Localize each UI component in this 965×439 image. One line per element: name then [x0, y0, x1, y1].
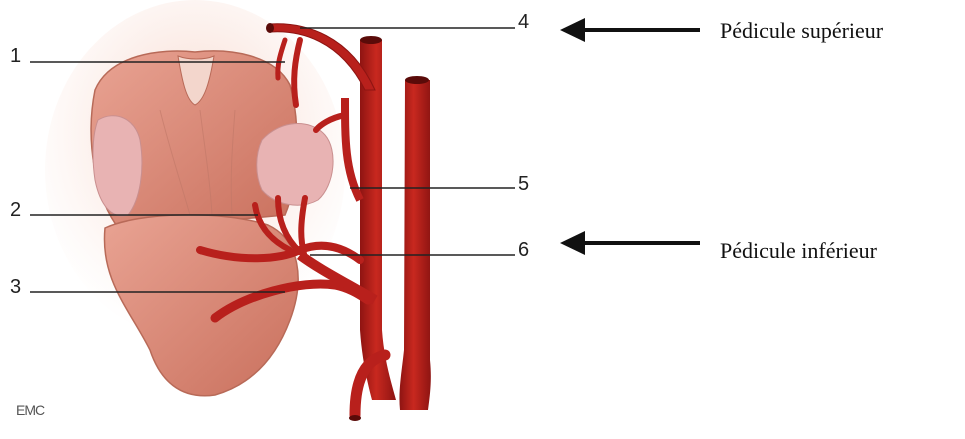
callout-number-2: 2: [10, 200, 21, 220]
upper-pedicle-arrow: [560, 18, 700, 42]
superior-artery-opening: [266, 23, 274, 33]
callout-number-6: 6: [518, 240, 529, 260]
left-main-artery: [360, 40, 396, 400]
callout-number-5: 5: [518, 174, 529, 194]
lower-pedicle-label: Pédicule inférieur: [720, 240, 877, 262]
lower-organ: [104, 215, 298, 396]
right-main-artery: [399, 80, 430, 410]
right-main-artery-opening: [405, 76, 429, 84]
emc-logo: EMC: [16, 402, 44, 418]
lower-curved-artery-opening: [349, 415, 361, 421]
callout-number-4: 4: [518, 12, 529, 32]
callout-number-3: 3: [10, 277, 21, 297]
left-main-artery-opening: [360, 36, 382, 44]
callout-number-1: 1: [10, 46, 21, 66]
lower-pedicle-arrow: [560, 231, 700, 255]
right-gland-lobe: [257, 124, 333, 206]
upper-pedicle-label: Pédicule supérieur: [720, 20, 883, 42]
